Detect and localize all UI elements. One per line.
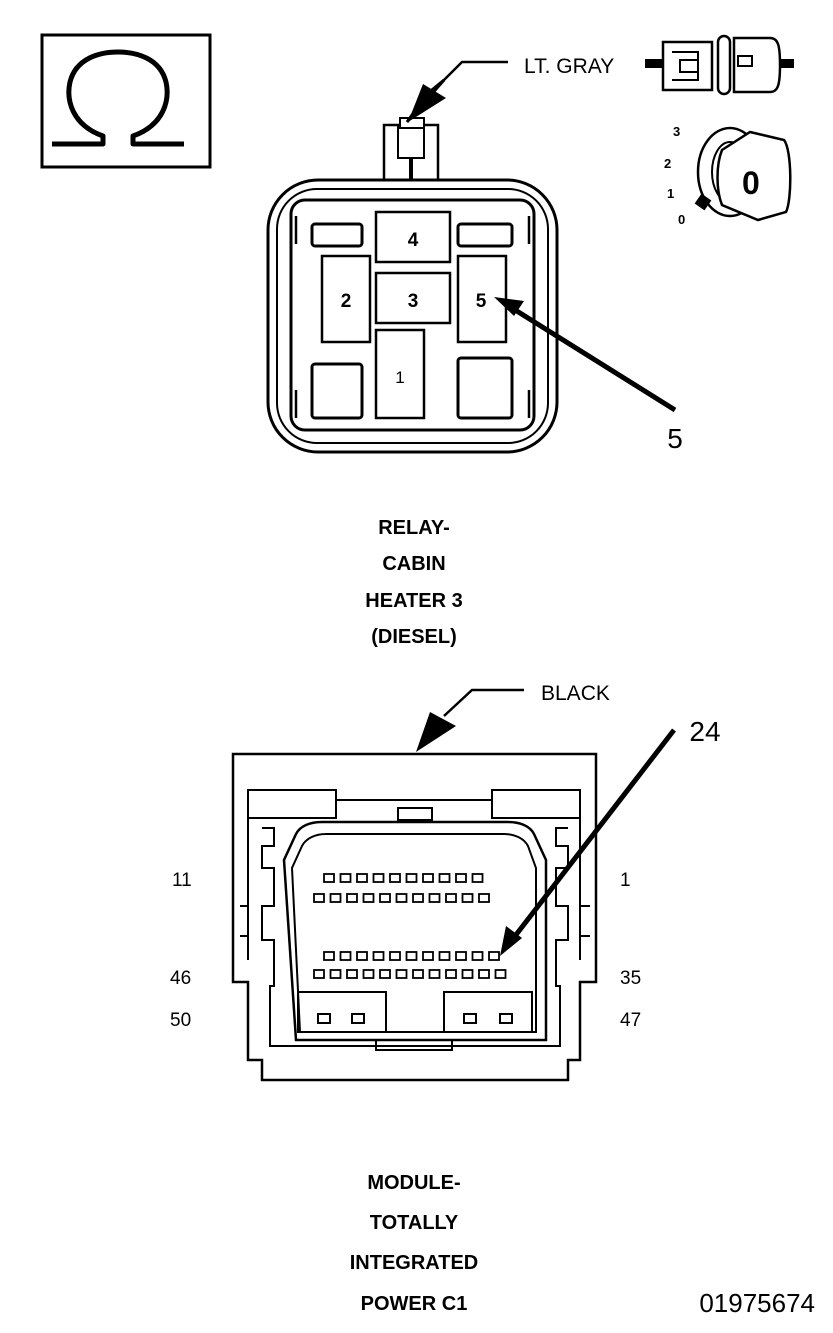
svg-text:1: 1: [395, 368, 404, 387]
ignition-key-icon: 3 2 1 0 0: [664, 124, 792, 227]
svg-text:2: 2: [341, 291, 352, 312]
module-pin-cavity: [313, 893, 325, 903]
svg-text:RELAY-: RELAY-: [378, 517, 450, 539]
module-pin-cavity: [494, 969, 507, 979]
svg-text:5: 5: [476, 291, 487, 312]
svg-text:4: 4: [408, 230, 419, 251]
module-pin-cavity: [362, 969, 375, 979]
relay-wire-color-leader: [405, 60, 508, 123]
module-pin-cavity: [346, 893, 358, 903]
ignition-position-3: 3: [673, 124, 680, 139]
module-callout-number: 24: [689, 716, 720, 747]
relay-callout-number: 5: [667, 423, 683, 454]
svg-text:HEATER 3: HEATER 3: [365, 590, 462, 612]
module-pin-cavity: [362, 893, 375, 903]
module-callout-arrow: [500, 728, 676, 956]
module-pin-cavity: [379, 969, 391, 979]
ohm-icon: [52, 49, 184, 147]
svg-text:POWER C1: POWER C1: [361, 1293, 468, 1315]
relay-cavity-3: 3: [374, 271, 452, 325]
module-pin-cavity: [329, 969, 342, 979]
module-pin-cavity: [323, 951, 335, 961]
module-pin-cavity: [339, 873, 352, 883]
module-pin-cavity: [405, 951, 418, 961]
module-pin-cavity: [428, 969, 441, 979]
module-pin-cavity: [379, 893, 391, 903]
relay-wire-color: LT. GRAY: [524, 55, 614, 78]
module-pin-cavity: [438, 873, 451, 883]
module-pin-cavity: [313, 969, 325, 979]
connector-halves-icon: [645, 34, 794, 96]
module-wire-color: BLACK: [541, 682, 610, 705]
relay-callout-arrow: [494, 297, 677, 413]
ohm-symbol: [40, 33, 212, 169]
module-connector: [231, 752, 598, 1082]
module-title: MODULE- TOTALLY INTEGRATED POWER C1: [350, 1172, 479, 1315]
module-pin-cavity: [323, 873, 335, 883]
module-pin-cavity: [395, 893, 408, 903]
module-pin-cavity: [329, 893, 342, 903]
pin-label-50: 50: [170, 1010, 191, 1031]
module-pin-cavity: [455, 873, 467, 883]
module-pin-rows: [313, 873, 507, 979]
module-pin-cavity: [445, 893, 457, 903]
relay-connector: 4 2 3 5 1: [266, 117, 559, 454]
module-pin-cavity: [356, 951, 368, 961]
module-pin-cavity: [405, 873, 418, 883]
module-pin-cavity: [346, 969, 358, 979]
ignition-position-2: 2: [664, 156, 671, 171]
module-pin-cavity: [488, 951, 500, 961]
module-pin-cavity: [372, 951, 385, 961]
svg-text:3: 3: [408, 291, 419, 312]
ignition-position-0: 0: [678, 212, 685, 227]
module-pin-cavity: [438, 951, 451, 961]
relay-cavity-4: 4: [374, 210, 452, 264]
module-pin-cavity: [461, 969, 474, 979]
module-pin-cavity: [445, 969, 457, 979]
pin-label-11: 11: [172, 870, 192, 891]
module-pin-cavity: [478, 969, 490, 979]
module-pin-cavity: [428, 893, 441, 903]
module-pin-cavity: [412, 893, 424, 903]
pin-label-1: 1: [620, 870, 631, 891]
module-pin-cavity: [471, 951, 484, 961]
ignition-position-1: 1: [667, 186, 674, 201]
relay-cavity-2: 2: [320, 254, 372, 344]
module-wire-color-leader: [416, 688, 524, 752]
module-pin-cavity: [471, 873, 484, 883]
module-pin-cavity: [478, 893, 490, 903]
module-pin-cavity: [395, 969, 408, 979]
figure-id: 01975674: [699, 1288, 815, 1318]
module-pin-cavity: [389, 951, 401, 961]
pin-label-35: 35: [620, 968, 641, 989]
svg-text:TOTALLY: TOTALLY: [370, 1212, 459, 1234]
module-pin-cavity: [372, 873, 385, 883]
module-pin-cavity: [455, 951, 467, 961]
ignition-key-label: 0: [742, 165, 760, 201]
module-pin-cavity: [412, 969, 424, 979]
module-pin-cavity: [356, 873, 368, 883]
module-pin-cavity: [339, 951, 352, 961]
svg-text:INTEGRATED: INTEGRATED: [350, 1252, 479, 1274]
relay-title: RELAY- CABIN HEATER 3 (DIESEL): [365, 517, 462, 648]
svg-text:MODULE-: MODULE-: [367, 1172, 460, 1194]
pin-label-46: 46: [170, 968, 191, 989]
relay-cavity-1: 1: [374, 328, 426, 420]
svg-text:(DIESEL): (DIESEL): [371, 626, 457, 648]
module-pin-cavity: [422, 873, 434, 883]
module-pin-cavity: [422, 951, 434, 961]
svg-text:CABIN: CABIN: [382, 553, 445, 575]
module-pin-cavity: [389, 873, 401, 883]
module-pin-cavity: [461, 893, 474, 903]
pin-label-47: 47: [620, 1010, 641, 1031]
